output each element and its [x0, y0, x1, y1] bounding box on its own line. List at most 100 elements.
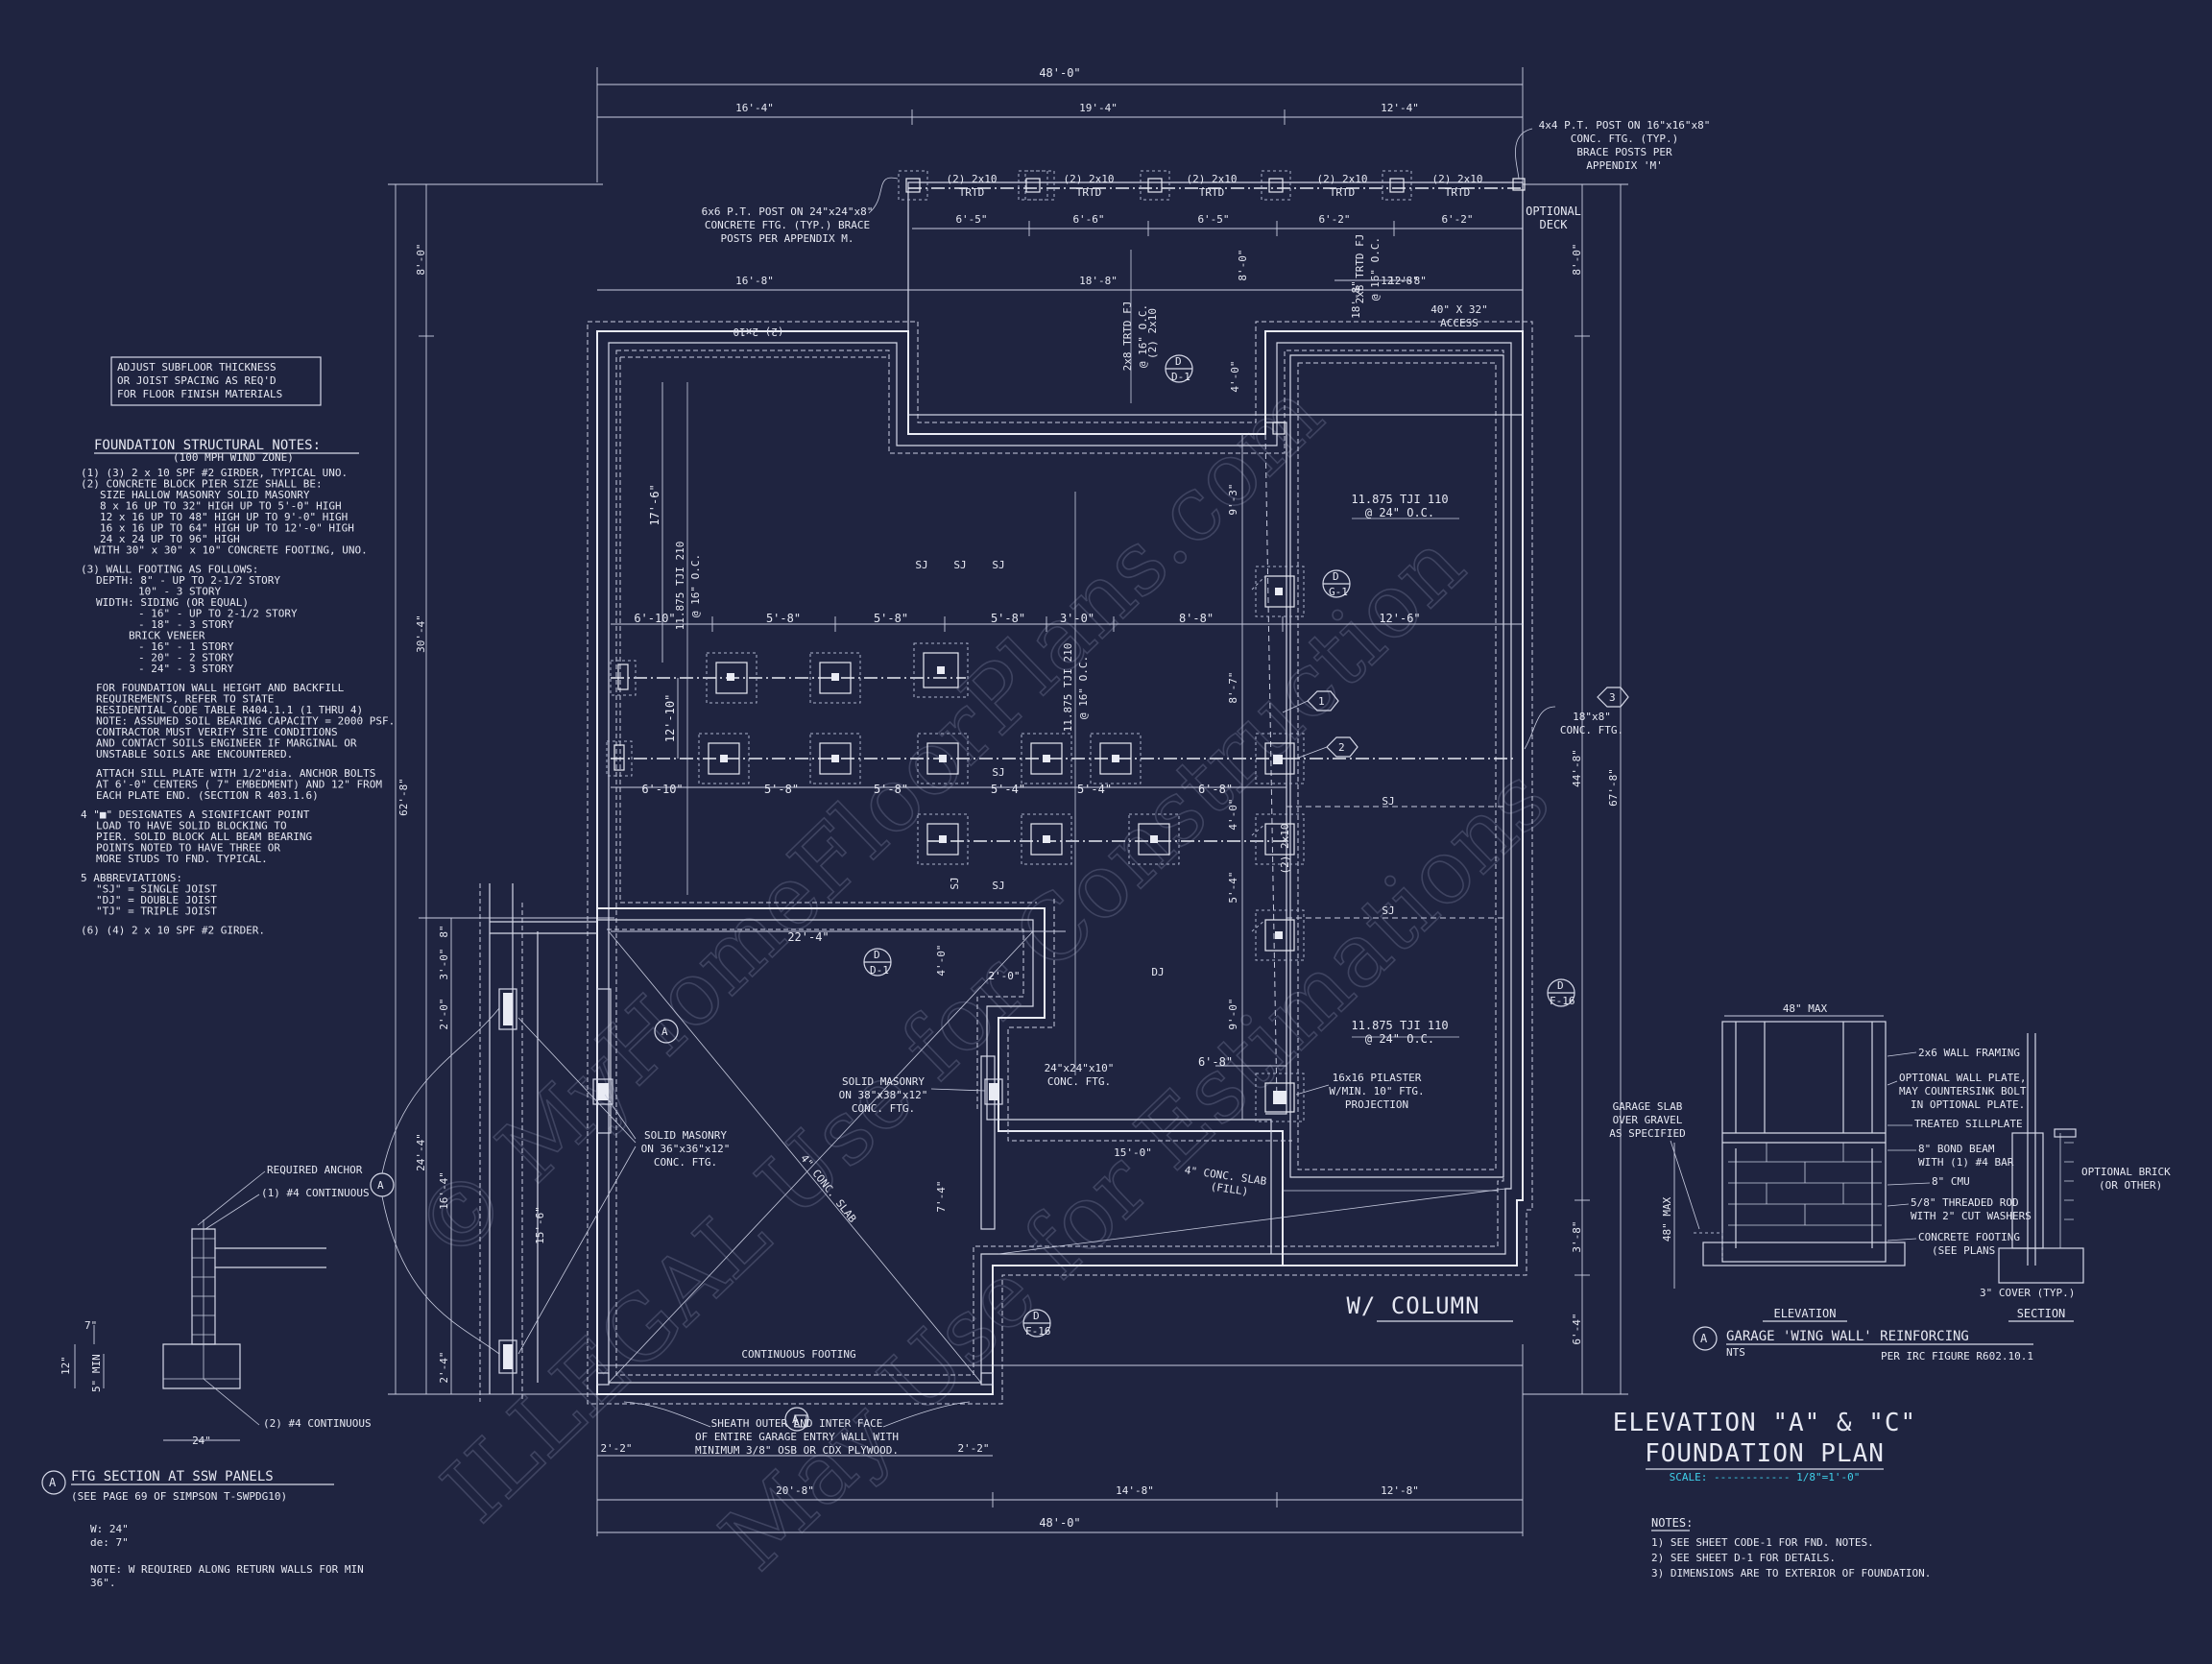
- deck-space-2: 6'-6": [1072, 213, 1104, 226]
- title-block: ELEVATION "A" & "C" FOUNDATION PLAN SCAL…: [1613, 1409, 1915, 1483]
- deck-area: (2) 2x10 TRTD (2) 2x10 TRTD (2) 2x10 TRT…: [702, 119, 1710, 416]
- structural-note-line: POINTS NOTED TO HAVE THREE OR: [96, 842, 280, 855]
- marker-3: 3: [1597, 687, 1629, 708]
- ftg-label-bar1: (1) #4 CONTINUOUS: [261, 1187, 370, 1199]
- structural-note-line: 4 "■" DESIGNATES A SIGNIFICANT POINT: [81, 808, 310, 821]
- detail-tag-1: D D-1: [1165, 354, 1193, 383]
- optional-deck-1: OPTIONAL: [1526, 205, 1581, 218]
- row2-dim-3: 5'-8": [874, 783, 908, 796]
- deck-space-1: 6'-5": [955, 213, 987, 226]
- notes-line-3: 3) DIMENSIONS ARE TO EXTERIOR OF FOUNDAT…: [1651, 1567, 1931, 1580]
- tji-left-1: 11.875 TJI 210: [674, 542, 686, 631]
- detail-tag-5: D D-1: [863, 948, 892, 977]
- wing-ref: PER IRC FIGURE R602.10.1: [1881, 1350, 2033, 1363]
- structural-note-line: AT 6'-0" CENTERS ( 7" EMBEDMENT) AND 12"…: [96, 779, 382, 791]
- dim-15-6: 15'-6": [534, 1206, 546, 1244]
- subfloor-note-2: OR JOIST SPACING AS REQ'D: [117, 374, 276, 387]
- sheath-2: OF ENTIRE GARAGE ENTRY WALL WITH: [695, 1431, 899, 1443]
- tj-side-girder: (2) 2x10: [1279, 824, 1291, 875]
- deck-row-2: 18'-8": [1079, 275, 1118, 287]
- tji-mid-2: @ 16" O.C.: [1077, 656, 1090, 719]
- sheath-3: MINIMUM 3/8" OSB OR CDX PLYWOOD.: [695, 1444, 899, 1457]
- left-lower-dim-6: 2'-4": [438, 1351, 450, 1383]
- structural-note-line: - 16" - 1 STORY: [138, 640, 234, 653]
- wing-sillplate: TREATED SILLPLATE: [1914, 1118, 2023, 1130]
- deck-girder-5: (2) 2x10: [1432, 173, 1483, 185]
- structural-notes: FOUNDATION STRUCTURAL NOTES: (100 MPH WI…: [81, 438, 395, 937]
- deck-post-note-3: POSTS PER APPENDIX M.: [720, 232, 854, 245]
- deck-trtd-2: TRTD: [1076, 186, 1102, 199]
- conc-ftg-1: 18"x8": [1573, 711, 1611, 723]
- ftg-section-title: FTG SECTION AT SSW PANELS: [71, 1469, 274, 1484]
- title-line-2: FOUNDATION PLAN: [1645, 1439, 1885, 1468]
- bottom-seg-1: 20'-8": [776, 1484, 814, 1497]
- row2-dim-5: 5'-4": [1077, 783, 1112, 796]
- structural-notes-title: FOUNDATION STRUCTURAL NOTES:: [94, 438, 321, 453]
- structural-note-line: "DJ" = DOUBLE JOIST: [96, 894, 217, 906]
- right-outer-dim: 67'-8": [1607, 768, 1620, 807]
- structural-note-line: BRICK VENEER: [129, 630, 205, 642]
- wing-see-plans: (SEE PLANS: [1932, 1244, 1995, 1257]
- bottom-seg-2: 14'-8": [1116, 1484, 1154, 1497]
- structural-note-line: 12 x 16 UP TO 48" HIGH UP TO 9'-0" HIGH: [100, 511, 348, 523]
- deck-trtd-3: TRTD: [1199, 186, 1225, 199]
- row2-dim-6: 6'-8": [1198, 783, 1233, 796]
- row1-dim-3: 5'-8": [874, 612, 908, 625]
- sj-8: SJ: [949, 877, 961, 889]
- dim-9-3: 9'-3": [1227, 483, 1239, 515]
- left-wing-wall: [479, 883, 597, 1402]
- ftg-note-1: W: 24": [90, 1523, 129, 1535]
- wing-brick-1: OPTIONAL BRICK: [2081, 1166, 2171, 1178]
- structural-note-line: - 24" - 3 STORY: [138, 663, 234, 675]
- pier-row-2: [606, 733, 1305, 784]
- dim-4-0a: 4'-0": [1229, 360, 1241, 392]
- ftg-label-anchor: REQUIRED ANCHOR: [267, 1164, 363, 1176]
- sheath-1: SHEATH OUTER AND INTER FACE: [711, 1417, 883, 1430]
- deck-post-note-1: 6x6 P.T. POST ON 24"x24"x8": [702, 205, 874, 218]
- ftg-label-12: 12": [60, 1356, 72, 1375]
- deck-joist-spacing2: @ 16" O.C.: [1369, 237, 1382, 301]
- bottom-small-2: 2'-2": [957, 1442, 989, 1455]
- row1-dim-2: 5'-8": [766, 612, 801, 625]
- wing-cmu: 8" CMU: [1932, 1175, 1970, 1188]
- right-lower-dim-1: 3'-8": [1571, 1220, 1583, 1252]
- tj-top-label: (2) 2x10: [733, 326, 784, 338]
- structural-note-line: 5 ABBREVIATIONS:: [81, 872, 182, 884]
- column-label: W/ COLUMN: [1346, 1292, 1479, 1319]
- wing-bond-beam: 8" BOND BEAM: [1918, 1143, 1995, 1155]
- top-seg-3: 12'-4": [1381, 102, 1419, 114]
- wing-title: GARAGE 'WING WALL' REINFORCING: [1726, 1329, 1969, 1344]
- wing-2x6: 2x6 WALL FRAMING: [1918, 1047, 2020, 1059]
- marker-a-left-label: A: [377, 1179, 384, 1192]
- left-lower-dim-5: 16'-4": [438, 1171, 450, 1210]
- dim-8-7: 8'-7": [1227, 671, 1239, 703]
- subfloor-note-3: FOR FLOOR FINISH MATERIALS: [117, 388, 282, 400]
- plan-labels: 40" X 32" ACCESS (2) 2x10 11.875 TJI 110…: [370, 303, 1629, 1457]
- structural-note-line: 10" - 3 STORY: [138, 586, 221, 598]
- detail-tag-2: D G-1: [1322, 569, 1351, 598]
- structural-note-line: (3) WALL FOOTING AS FOLLOWS:: [81, 564, 258, 576]
- detail-tag-4: D F-16: [1022, 1309, 1051, 1338]
- structural-note-line: (1) (3) 2 x 10 SPF #2 GIRDER, TYPICAL UN…: [81, 467, 348, 479]
- bottom-seg-3: 12'-8": [1381, 1484, 1419, 1497]
- deck-row-3: 12'-8": [1381, 275, 1419, 287]
- ftg-section-marker: A: [49, 1476, 57, 1489]
- deck-post-note-right-2: CONC. FTG. (TYP.): [1571, 133, 1679, 145]
- row1-dim-6: 8'-8": [1179, 612, 1214, 625]
- joist-arrows: [686, 382, 1459, 1075]
- piers: [592, 422, 1305, 1428]
- top-overall-dim: 48'-0": [1039, 66, 1080, 80]
- row1-dim-1: 6'-10": [634, 612, 675, 625]
- structural-note-line: AND CONTACT SOILS ENGINEER IF MARGINAL O…: [96, 737, 357, 750]
- detail-tag-1-top: D: [1175, 355, 1182, 368]
- solid-masonry-36-3: CONC. FTG.: [654, 1156, 717, 1169]
- dim-22-4: 22'-4": [787, 930, 829, 944]
- right-lower-dim-2: 6'-4": [1571, 1313, 1583, 1344]
- deck-dim-8-0a: 8'-0": [1237, 249, 1249, 280]
- structural-note-line: "SJ" = SINGLE JOIST: [96, 883, 217, 896]
- marker-3-label: 3: [1609, 691, 1616, 704]
- deck-space-5: 6'-2": [1441, 213, 1473, 226]
- ftg-section-subtitle: (SEE PAGE 69 OF SIMPSON T-SWPDG10): [71, 1490, 287, 1503]
- top-dimensions: 48'-0" 16'-4" 19'-4" 12'-4" 6'-5" 6'-6" …: [596, 66, 1524, 291]
